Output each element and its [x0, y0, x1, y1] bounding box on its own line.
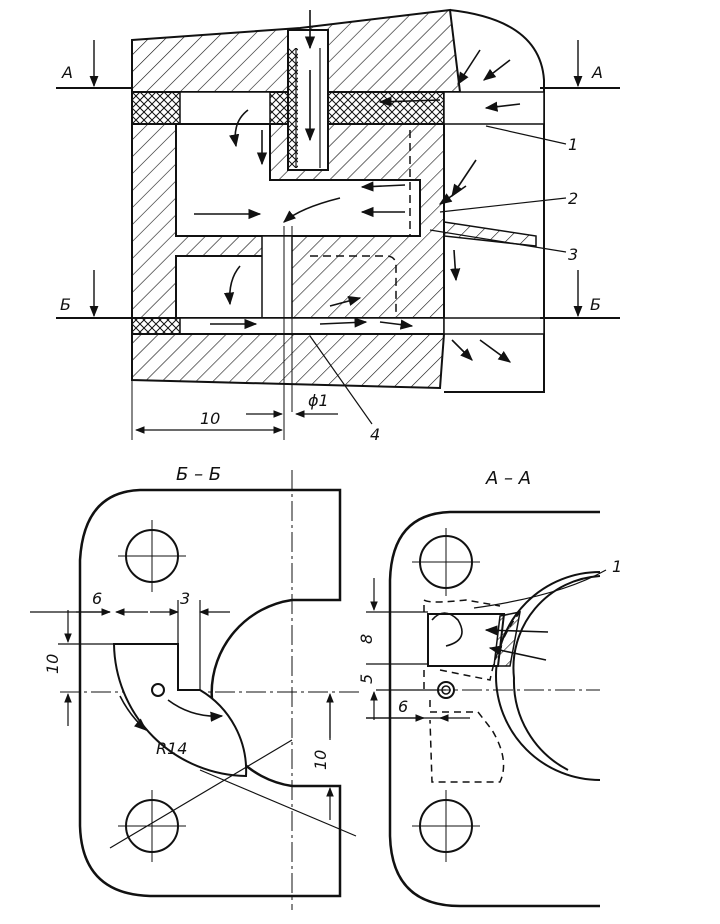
- dim-bb-radius: R14: [156, 739, 187, 758]
- callout-2: 2: [568, 189, 578, 208]
- dim-aa-8: 8: [357, 634, 376, 644]
- dim-bb-height-10: 10: [43, 654, 62, 674]
- callout-4: 4: [370, 425, 380, 444]
- dim-bb-left-6: 6: [92, 589, 102, 608]
- flow-arrows: [194, 10, 521, 363]
- dim-bb-right-10: 10: [311, 750, 330, 770]
- section-mark-a-right: А: [591, 63, 603, 82]
- upper-cavity: [175, 123, 421, 237]
- section-mark-a-left: А: [61, 63, 73, 82]
- section-mark-b-left: Б: [60, 295, 71, 314]
- bb-outline: [78, 488, 342, 898]
- dim-bb-left-3: 3: [180, 589, 190, 608]
- view-bb: Б – Б R14: [30, 464, 360, 910]
- section-mark-b-right: Б: [590, 295, 601, 314]
- dim-hole-diameter: ϕ1: [308, 391, 329, 410]
- bottom-block: [131, 333, 446, 390]
- view-aa: А – А: [357, 468, 622, 908]
- dim-aa-6: 6: [398, 697, 408, 716]
- dim-aa-5: 5: [357, 674, 376, 684]
- section-a-marks: [56, 40, 620, 319]
- callout-1: 1: [568, 135, 578, 154]
- callout-3: 3: [568, 245, 578, 264]
- main-section-view: А А Б Б 1 2 3 4 10 ϕ1: [56, 8, 620, 444]
- dim-main-width: 10: [200, 409, 220, 428]
- view-title-aa: А – А: [485, 468, 531, 489]
- lower-cavity: [175, 255, 273, 319]
- aa-callout-1: 1: [612, 557, 622, 576]
- view-title-bb: Б – Б: [176, 464, 221, 485]
